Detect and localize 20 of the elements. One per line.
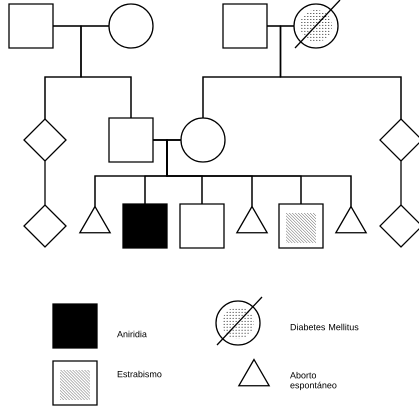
diamond-symbol [379, 118, 419, 162]
square-symbol [122, 203, 168, 249]
legend-label: Diabetes Mellitus [290, 324, 358, 330]
circle-symbol [293, 0, 340, 49]
diamond-symbol [379, 204, 419, 248]
diamond-symbol [23, 118, 67, 162]
legend-label: Aniridia [117, 330, 147, 338]
square-symbol [108, 117, 154, 163]
circle-symbol [180, 117, 226, 163]
legend-label: Estrabismo [118, 370, 162, 378]
descent-line [44, 161, 46, 205]
square-symbol [8, 3, 54, 49]
descent-line [400, 161, 402, 205]
square-symbol [222, 3, 268, 49]
circle-symbol [108, 3, 154, 49]
diamond-symbol [23, 204, 67, 248]
descent-line [80, 25, 132, 118]
square-symbol [278, 203, 324, 249]
square-symbol [179, 203, 225, 249]
legend-label: Aborto espontáneo [290, 372, 336, 390]
